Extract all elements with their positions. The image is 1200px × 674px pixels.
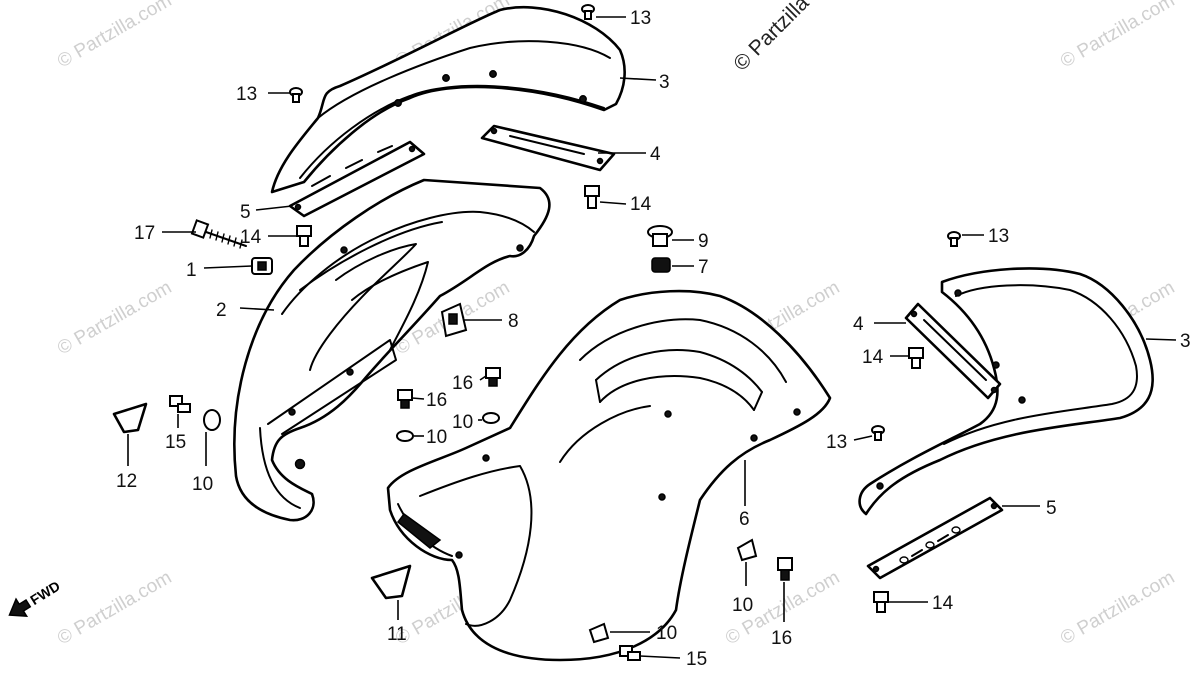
cap-9	[647, 225, 673, 247]
part-5-bracket-upper	[288, 140, 426, 218]
callout-10: 10	[426, 427, 447, 448]
callout-9: 9	[698, 231, 709, 252]
watermark-prominent: © Partzilla	[729, 0, 813, 76]
clip-16	[777, 557, 793, 581]
callout-6: 6	[739, 509, 750, 530]
callout-14: 14	[932, 593, 954, 614]
part-11-plate	[370, 564, 412, 600]
part-4-strip-right	[904, 302, 1002, 400]
leader-lines	[127, 16, 1177, 659]
grommet-10	[203, 409, 221, 431]
callout-13: 13	[236, 84, 257, 105]
callout-2: 2	[216, 300, 227, 321]
part-4-strip-upper	[480, 124, 616, 172]
bolt-14	[873, 591, 889, 613]
callout-13: 13	[630, 8, 651, 29]
callout-3: 3	[659, 72, 670, 93]
callout-13: 13	[988, 226, 1009, 247]
fwd-arrow-icon	[8, 597, 32, 617]
callout-10: 10	[732, 595, 753, 616]
callout-16: 16	[771, 628, 792, 649]
part-5-bracket-right	[866, 496, 1004, 580]
callout-10: 10	[656, 623, 677, 644]
bolt-14	[296, 225, 312, 247]
screw-13	[581, 4, 595, 20]
watermark: © Partzilla.com	[1057, 567, 1178, 649]
grommet-10	[482, 412, 500, 424]
callout-8: 8	[508, 311, 519, 332]
callout-1: 1	[186, 260, 197, 281]
clip-15	[619, 645, 641, 661]
callout-17: 17	[134, 223, 155, 244]
watermark: © Partzilla.com	[54, 0, 175, 72]
callout-10: 10	[192, 474, 213, 495]
callout-16: 16	[452, 373, 473, 394]
watermark: © Partzilla.com	[1057, 0, 1178, 72]
part-3-mudguard-upper	[270, 5, 626, 194]
grommet-10	[396, 430, 414, 442]
callout-5: 5	[240, 202, 251, 223]
callout-11: 11	[387, 624, 407, 645]
callout-16: 16	[426, 390, 447, 411]
nut-1	[251, 257, 273, 275]
bolt-14	[908, 347, 924, 369]
watermark: © Partzilla.com	[54, 567, 175, 649]
part-2-front-fender	[233, 178, 551, 522]
nut-7	[651, 257, 671, 273]
clip-16	[485, 367, 501, 387]
callout-7: 7	[698, 257, 709, 278]
grommet-8	[440, 302, 468, 338]
screw-13	[871, 425, 885, 441]
part-6-rear-fender	[386, 289, 832, 662]
callout-4: 4	[650, 144, 661, 165]
fwd-indicator: FWD	[8, 578, 63, 617]
watermark: © Partzilla.com	[54, 277, 175, 359]
callout-15: 15	[686, 649, 707, 670]
grommet-10	[736, 538, 758, 562]
bolt-17	[190, 219, 247, 249]
callout-14: 14	[240, 227, 262, 248]
callout-12: 12	[116, 471, 137, 492]
grommet-10	[588, 622, 610, 644]
screw-13	[947, 231, 961, 247]
part-3-mudguard-right	[858, 267, 1154, 516]
bolt-14	[584, 185, 600, 209]
callout-5: 5	[1046, 498, 1057, 519]
callout-14: 14	[630, 194, 652, 215]
clip-15	[169, 395, 191, 413]
callout-labels: 13 3 13 4 5 14 17 14 9 1 7 13 2 8 4 3 14…	[116, 8, 1191, 670]
part-12-plate	[112, 402, 148, 434]
callout-3: 3	[1180, 331, 1191, 352]
screw-13	[289, 87, 303, 103]
callout-4: 4	[853, 314, 864, 335]
callout-15: 15	[165, 432, 186, 453]
callout-13: 13	[826, 432, 847, 453]
callout-14: 14	[862, 347, 884, 368]
hardware	[169, 4, 961, 661]
callout-10: 10	[452, 412, 473, 433]
clip-16	[397, 389, 413, 409]
fwd-label: FWD	[27, 578, 63, 608]
